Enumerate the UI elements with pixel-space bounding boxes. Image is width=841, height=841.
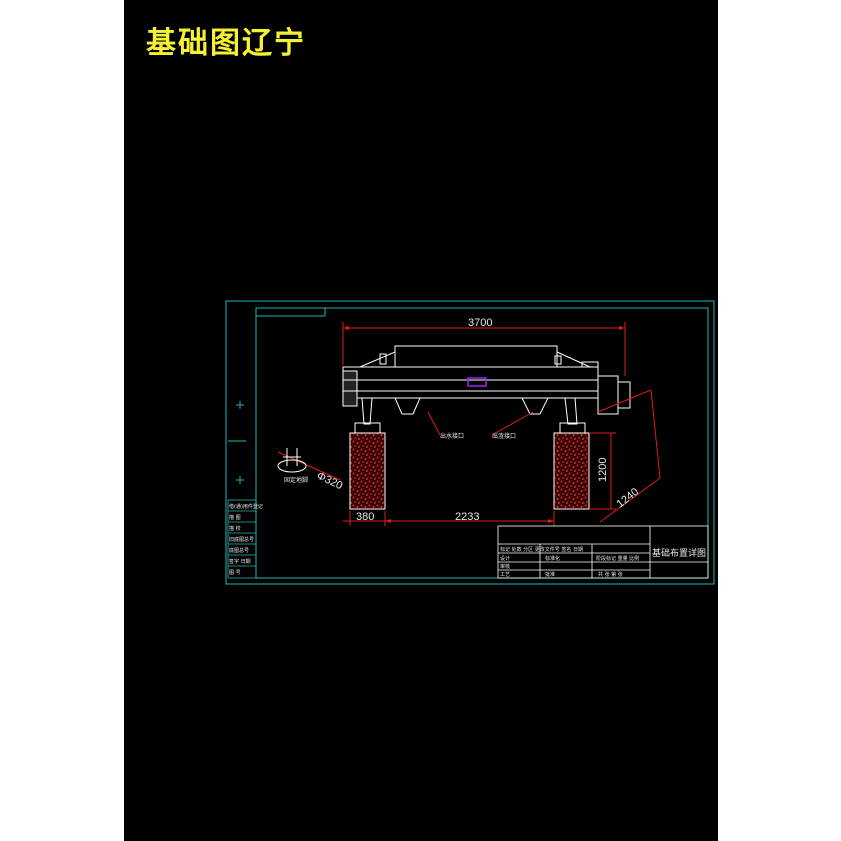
crosshair-marks <box>236 401 244 484</box>
side-table-row-7: 图 号 <box>229 570 241 576</box>
anchor-bolt-label: 固定地脚 <box>284 476 308 484</box>
sheet-border <box>225 300 715 585</box>
foundation-piers <box>349 422 590 510</box>
title-block-review: 审核 <box>500 563 510 570</box>
left-pier <box>349 432 386 510</box>
anchor-bolt-icon <box>277 448 307 473</box>
side-table-row-5: 底图总号 <box>229 547 249 554</box>
title-block-sheets: 共 张 第 张 <box>598 571 623 578</box>
page-title: 基础图辽宁 <box>146 26 306 61</box>
dim-bolt-diameter: Φ320 <box>315 470 345 492</box>
title-block-process: 工艺 <box>500 572 510 578</box>
dim-diagonal: 1240 <box>614 486 641 511</box>
drawing-sheet <box>124 0 718 841</box>
dim-pier-height: 1200 <box>597 458 609 482</box>
title-block <box>497 525 709 579</box>
side-table <box>227 499 257 579</box>
dim-pier-spacing: 2233 <box>455 511 479 523</box>
title-block-row-1: 标记 处数 分区 更改文件号 签名 日期 <box>500 546 583 553</box>
title-block-approve: 批准 <box>545 571 555 578</box>
side-table-row-4: 旧底图总号 <box>229 536 254 543</box>
dim-overall-length: 3700 <box>468 317 492 329</box>
side-table-row-3: 描 校 <box>229 525 241 532</box>
inlet-port-label: 出水接口 <box>440 432 464 440</box>
title-block-stage: 阶段标记 重量 比例 <box>596 555 639 562</box>
right-pier <box>553 432 590 510</box>
title-block-designer: 设计 <box>500 555 510 562</box>
outlet-port-label: 出渣接口 <box>492 432 516 440</box>
side-table-row-2: 描 图 <box>229 514 241 521</box>
centrifuge-machine <box>342 345 631 425</box>
side-table-row-1: 借(通)用件登记 <box>229 503 263 510</box>
dim-pier-width: 380 <box>356 511 374 523</box>
dimension-lines <box>277 322 661 526</box>
nameplate <box>467 377 487 387</box>
drawing-name: 基础布置详图 <box>652 547 706 559</box>
title-block-standard: 标准化 <box>545 555 560 562</box>
dimension-arrows <box>343 326 625 523</box>
side-table-row-6: 签字 日期 <box>229 558 251 565</box>
